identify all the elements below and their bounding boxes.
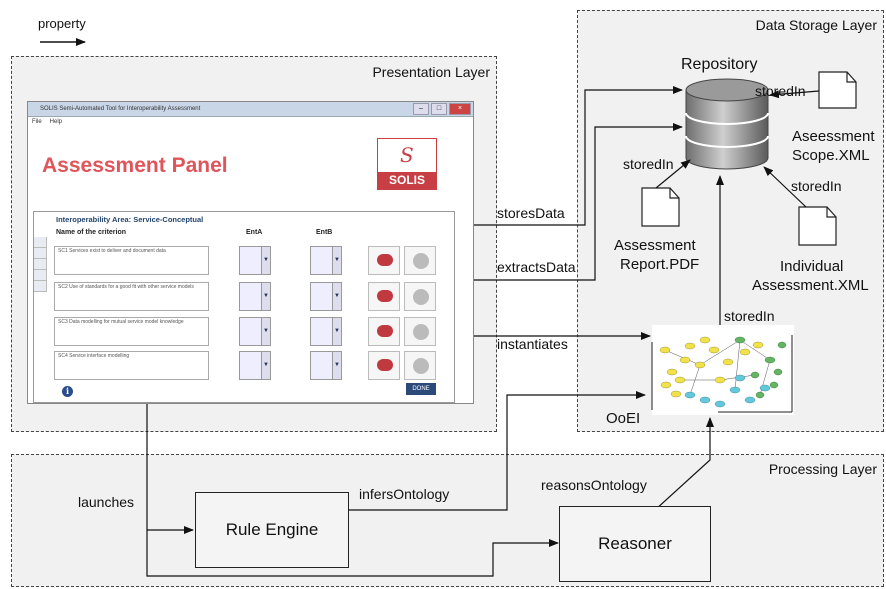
entb-select[interactable]: ▼ — [310, 317, 342, 346]
interop-area-title: Interoperability Area: Service-Conceptua… — [56, 215, 204, 224]
side-tabs — [34, 237, 47, 292]
stored-in-individual-label: storedIn — [791, 178, 842, 194]
enta-select[interactable]: ▼ — [239, 246, 271, 275]
chevron-down-icon: ▼ — [261, 283, 270, 310]
solis-mark-icon: S — [400, 143, 414, 167]
stored-in-report-label: storedIn — [623, 156, 674, 172]
individual-assessment-label-1: Individual — [780, 258, 844, 275]
enta-select[interactable]: ▼ — [239, 351, 271, 380]
comment-button[interactable] — [368, 246, 400, 275]
app-titlebar: SOLIS Semi-Automated Tool for Interopera… — [28, 102, 473, 117]
reasoner-box: Reasoner — [559, 506, 711, 582]
assessment-scope-label-1: Aseessment — [792, 128, 875, 145]
assessment-scope-label-2: Scope.XML — [792, 147, 870, 164]
close-icon[interactable]: × — [449, 103, 471, 115]
individual-assessment-label-2: Assessment.XML — [752, 277, 869, 294]
app-window-title: SOLIS Semi-Automated Tool for Interopera… — [40, 106, 201, 112]
solis-logo-text: SOLIS — [378, 172, 436, 189]
chevron-down-icon: ▼ — [332, 247, 341, 274]
done-button[interactable]: DONE — [406, 383, 436, 395]
status-button[interactable] — [404, 351, 436, 380]
status-icon — [413, 358, 429, 374]
criterion-col-header: Name of the criterion — [56, 229, 127, 236]
rule-engine-box: Rule Engine — [195, 492, 349, 568]
assessment-report-label-1: Assessment — [614, 237, 696, 254]
chevron-down-icon: ▼ — [332, 352, 341, 379]
ontology-graph-icon — [651, 325, 794, 415]
chevron-down-icon: ▼ — [261, 318, 270, 345]
status-button[interactable] — [404, 317, 436, 346]
info-icon[interactable]: i — [62, 386, 73, 397]
infers-ontology-label: infersOntology — [359, 486, 450, 502]
minimize-icon[interactable]: – — [413, 103, 429, 115]
comment-icon — [377, 359, 393, 371]
processing-layer: Processing Layer — [11, 454, 884, 587]
data-storage-layer-title: Data Storage Layer — [755, 17, 877, 33]
stores-data-label: storesData — [497, 205, 565, 221]
criterion-row: SC1 Services exist to deliver and docume… — [54, 246, 209, 275]
solis-logo: S SOLIS — [377, 138, 437, 190]
chevron-down-icon: ▼ — [261, 247, 270, 274]
side-tab[interactable] — [34, 259, 47, 270]
side-tab[interactable] — [34, 237, 47, 248]
maximize-icon[interactable]: □ — [431, 103, 447, 115]
criteria-panel: Interoperability Area: Service-Conceptua… — [33, 211, 455, 403]
enta-select[interactable]: ▼ — [239, 317, 271, 346]
enta-col-header: EntA — [246, 229, 263, 236]
comment-icon — [377, 254, 393, 266]
enta-select[interactable]: ▼ — [239, 282, 271, 311]
menu-file[interactable]: File — [32, 119, 42, 125]
status-button[interactable] — [404, 282, 436, 311]
menu-help[interactable]: Help — [49, 119, 63, 125]
chevron-down-icon: ▼ — [332, 283, 341, 310]
processing-layer-title: Processing Layer — [768, 461, 877, 477]
assessment-report-doc-icon — [641, 187, 680, 227]
entb-select[interactable]: ▼ — [310, 282, 342, 311]
instantiates-label: instantiates — [497, 336, 568, 352]
extracts-data-label: extractsData — [497, 259, 576, 275]
legend-label: property — [38, 16, 86, 31]
launches-label: launches — [78, 494, 135, 510]
comment-icon — [377, 290, 393, 302]
reasons-ontology-label: reasonsOntology — [541, 477, 647, 493]
app-menubar: File Help — [28, 117, 473, 127]
status-icon — [413, 253, 429, 269]
side-tab[interactable] — [34, 270, 47, 281]
assessment-panel-title: Assessment Panel — [42, 154, 228, 177]
comment-button[interactable] — [368, 282, 400, 311]
comment-button[interactable] — [368, 351, 400, 380]
criterion-row: SC2 Use of standards for a good fit with… — [54, 282, 209, 311]
app-window: SOLIS Semi-Automated Tool for Interopera… — [27, 101, 474, 404]
stored-in-ooei-label: storedIn — [724, 308, 775, 324]
entb-col-header: EntB — [316, 229, 333, 236]
chevron-down-icon: ▼ — [261, 352, 270, 379]
criterion-row: SC3 Data modelling for mutual service mo… — [54, 317, 209, 346]
ooei-label: OoEI — [606, 410, 641, 427]
presentation-layer-title: Presentation Layer — [372, 64, 490, 80]
side-tab[interactable] — [34, 248, 47, 259]
criterion-row: SC4 Service interface modelling — [54, 351, 209, 380]
side-tab[interactable] — [34, 281, 47, 292]
comment-icon — [377, 325, 393, 337]
entb-select[interactable]: ▼ — [310, 246, 342, 275]
status-button[interactable] — [404, 246, 436, 275]
chevron-down-icon: ▼ — [332, 318, 341, 345]
entb-select[interactable]: ▼ — [310, 351, 342, 380]
individual-assessment-doc-icon — [798, 206, 837, 246]
comment-button[interactable] — [368, 317, 400, 346]
stored-in-scope-label: storedIn — [755, 83, 806, 99]
status-icon — [413, 289, 429, 305]
assessment-scope-doc-icon — [818, 71, 857, 109]
status-icon — [413, 324, 429, 340]
assessment-report-label-2: Report.PDF — [620, 256, 700, 273]
repository-label: Repository — [681, 56, 758, 73]
